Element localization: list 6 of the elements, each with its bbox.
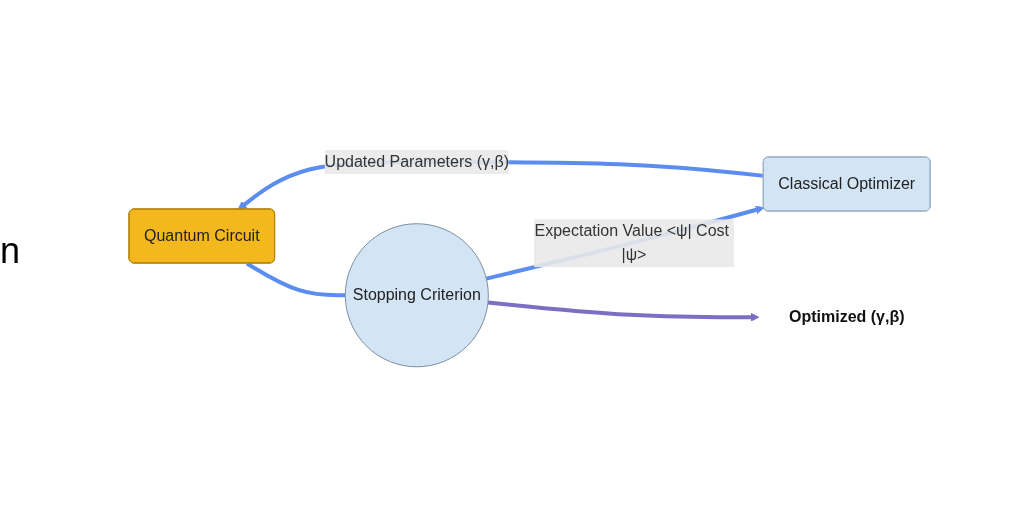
text-fragment: n [0,230,21,271]
edge-label: Expectation Value <ψ| Cost |ψ> [534,222,729,264]
edge-label: Updated Parameters (γ,β) [324,153,509,171]
node-circle: Stopping Criterion [344,223,489,368]
arrow [487,300,760,322]
node-text: Optimized (γ,β) [788,308,905,326]
